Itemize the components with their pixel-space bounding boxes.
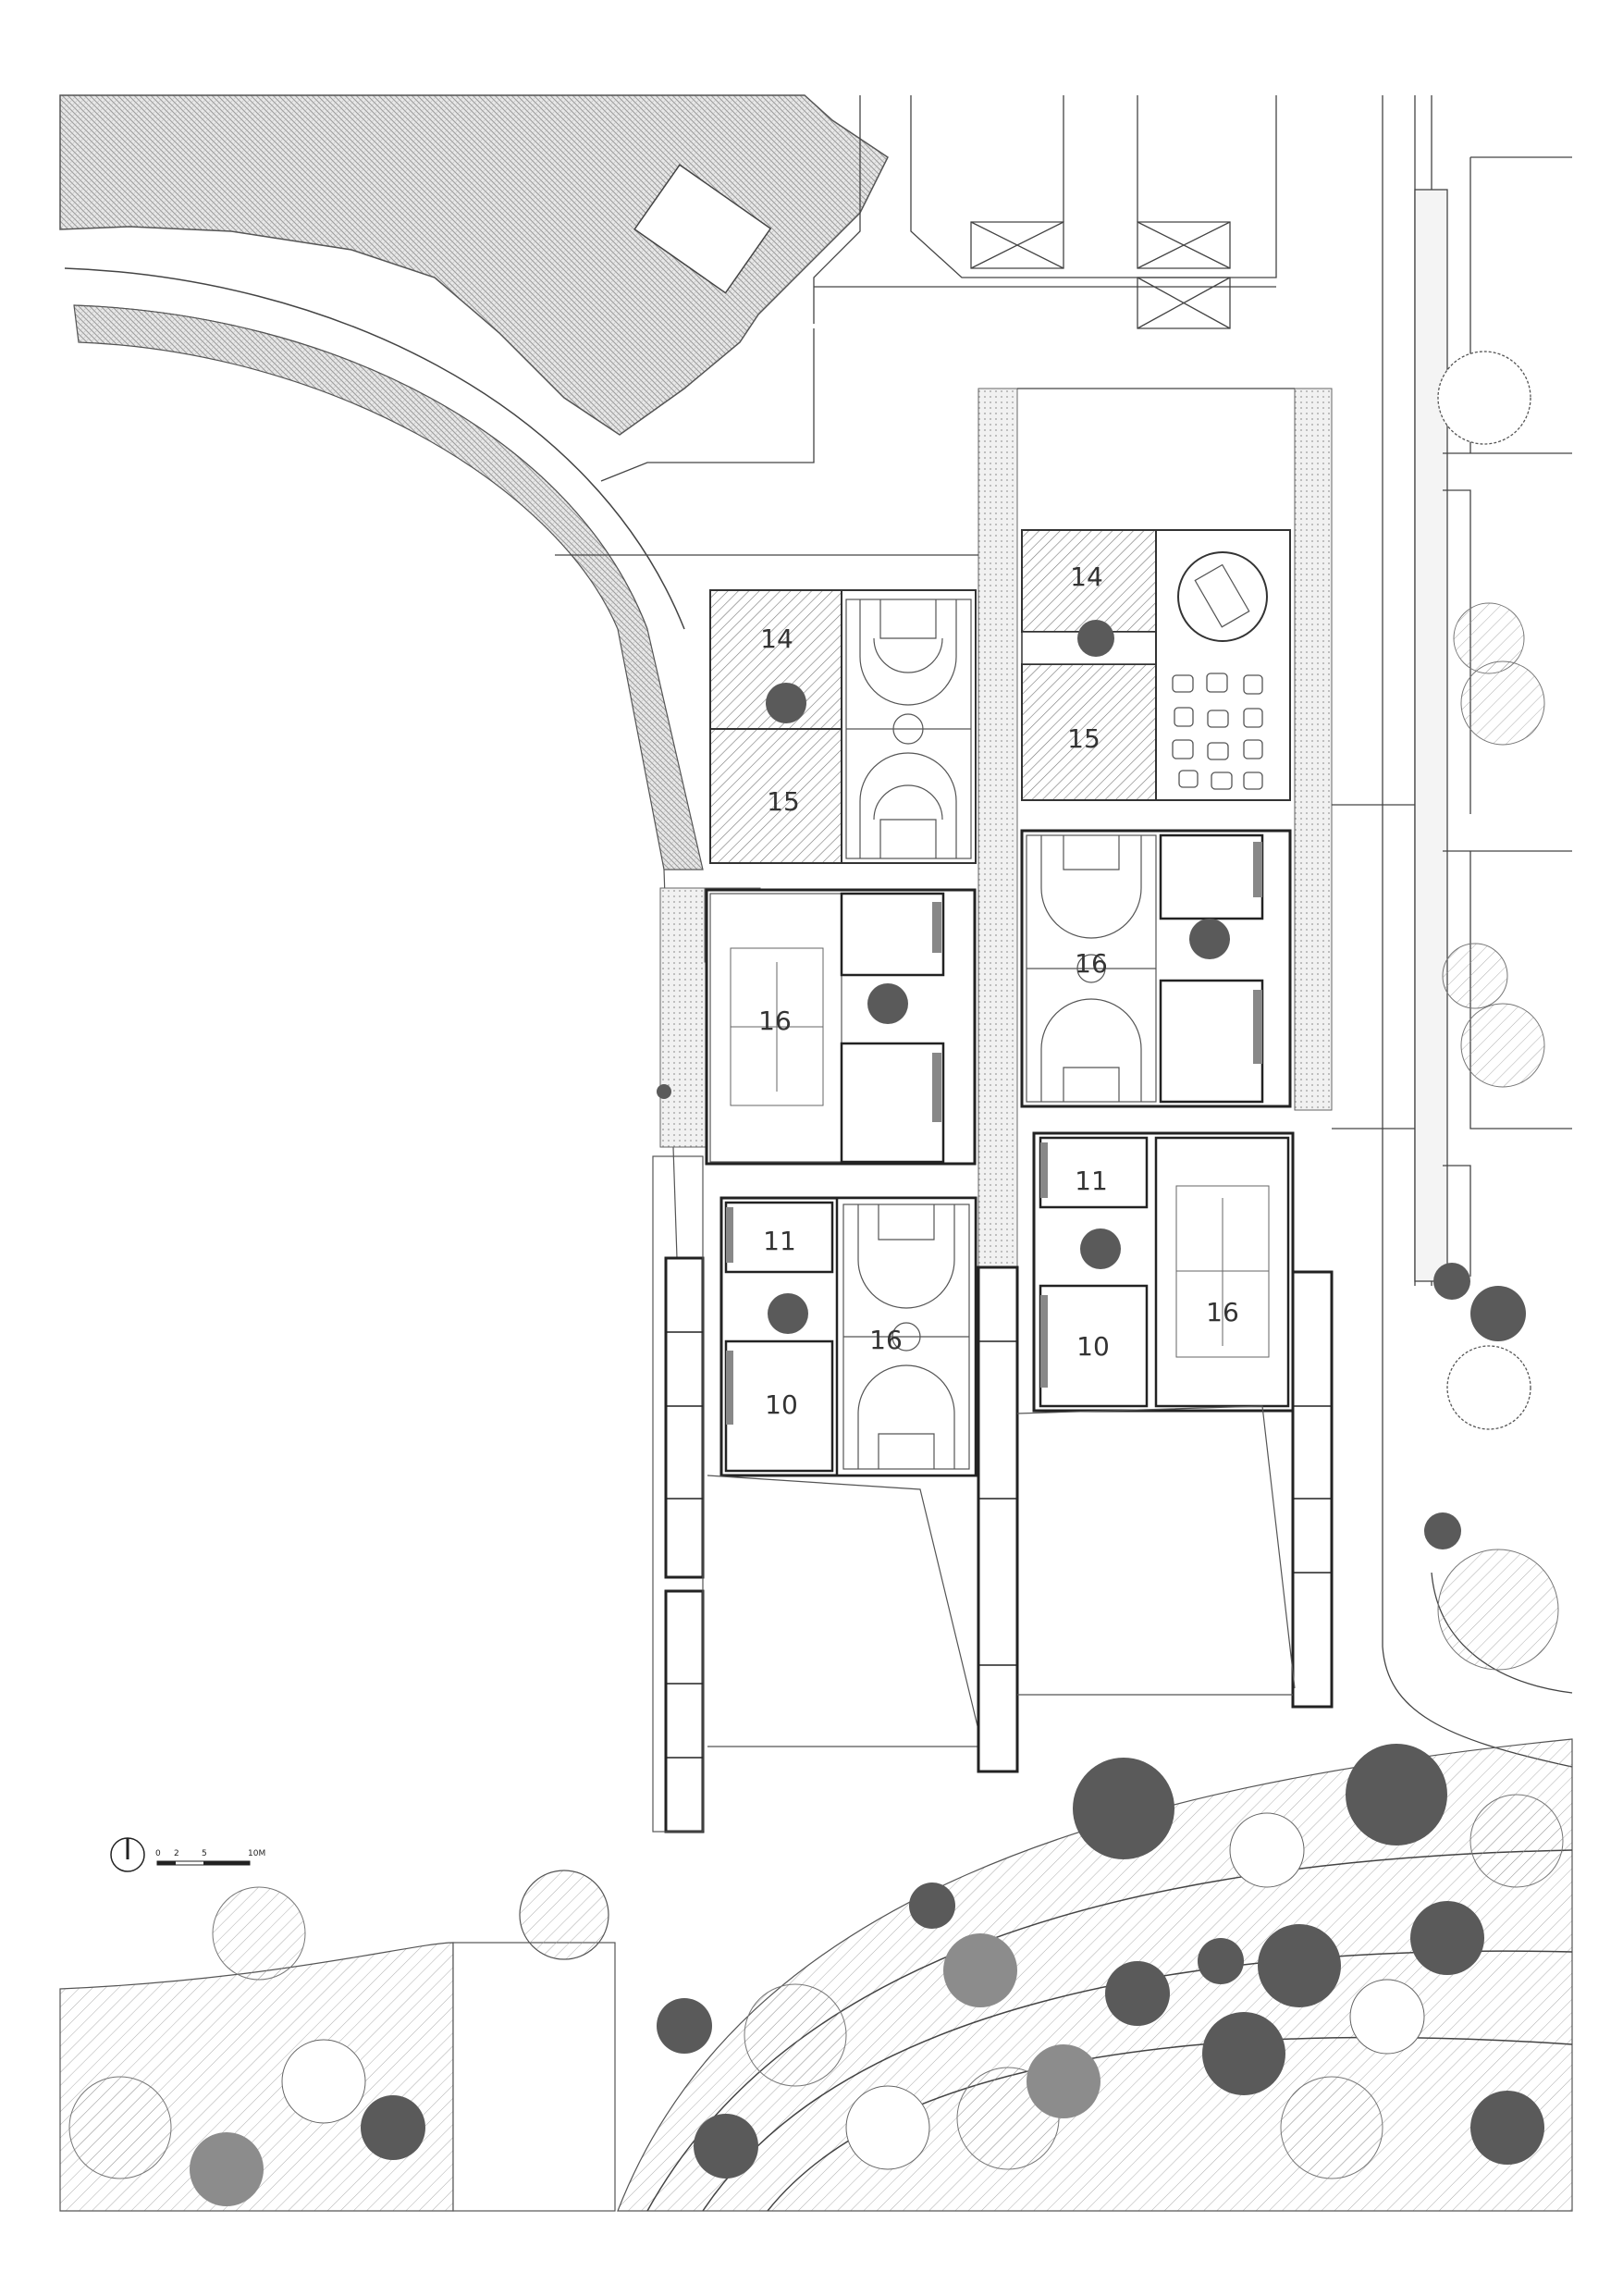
- north-buildings: [600, 95, 1277, 482]
- room-labels: 14 15 16 11 16 10 14 15 16 11 10 16: [758, 562, 1239, 1420]
- room-label-east-14: 14: [1070, 562, 1103, 592]
- circular-stair: [1177, 551, 1268, 642]
- west-basketball-court-bottom: [842, 1204, 970, 1470]
- west-courtyard: [707, 1475, 979, 1747]
- scale-bar: 0 2 5 10M: [155, 1849, 265, 1866]
- scale-tick-10m: 10M: [248, 1849, 265, 1858]
- west-corridor-building: [652, 1155, 705, 1833]
- room-label-east-16-court: 16: [1206, 1297, 1239, 1327]
- east-corridor-buildings: [977, 1265, 1334, 1773]
- east-road: [1382, 95, 1573, 1768]
- north-plaza: [59, 94, 889, 436]
- room-label-east-11: 11: [1075, 1166, 1108, 1196]
- room-label-east-10: 10: [1076, 1331, 1110, 1362]
- north-arrow: [110, 1837, 145, 1872]
- scale-tick-0: 0: [155, 1849, 161, 1858]
- west-classroom-block-1: [705, 888, 977, 1166]
- stepping-stones: [1172, 673, 1263, 790]
- east-play-yards: [1021, 529, 1291, 801]
- scale-tick-2: 2: [174, 1849, 179, 1858]
- room-label-west-11: 11: [763, 1226, 796, 1256]
- courtyard-trees: [657, 620, 1230, 1334]
- curved-walkway: [64, 267, 704, 1481]
- room-label-west-16-basket: 16: [869, 1325, 903, 1355]
- east-courtyard: [1016, 1405, 1296, 1696]
- park-trees: [68, 1744, 1564, 2206]
- room-label-east-15: 15: [1067, 723, 1100, 754]
- east-basketball-court: [1027, 835, 1156, 1102]
- room-label-west-14: 14: [760, 623, 793, 654]
- west-play-yards: [709, 589, 977, 864]
- room-label-west-10: 10: [765, 1389, 798, 1420]
- east-classroom-block-2: [1032, 1131, 1295, 1413]
- room-label-east-16-basket: 16: [1075, 948, 1108, 979]
- plaza-kiosk: [633, 164, 772, 294]
- room-label-west-15: 15: [767, 786, 800, 817]
- west-basketball-court-top: [845, 599, 972, 859]
- scale-tick-5: 5: [202, 1849, 207, 1858]
- room-label-west-16-court: 16: [758, 1006, 792, 1036]
- street-trees: [1424, 351, 1559, 1671]
